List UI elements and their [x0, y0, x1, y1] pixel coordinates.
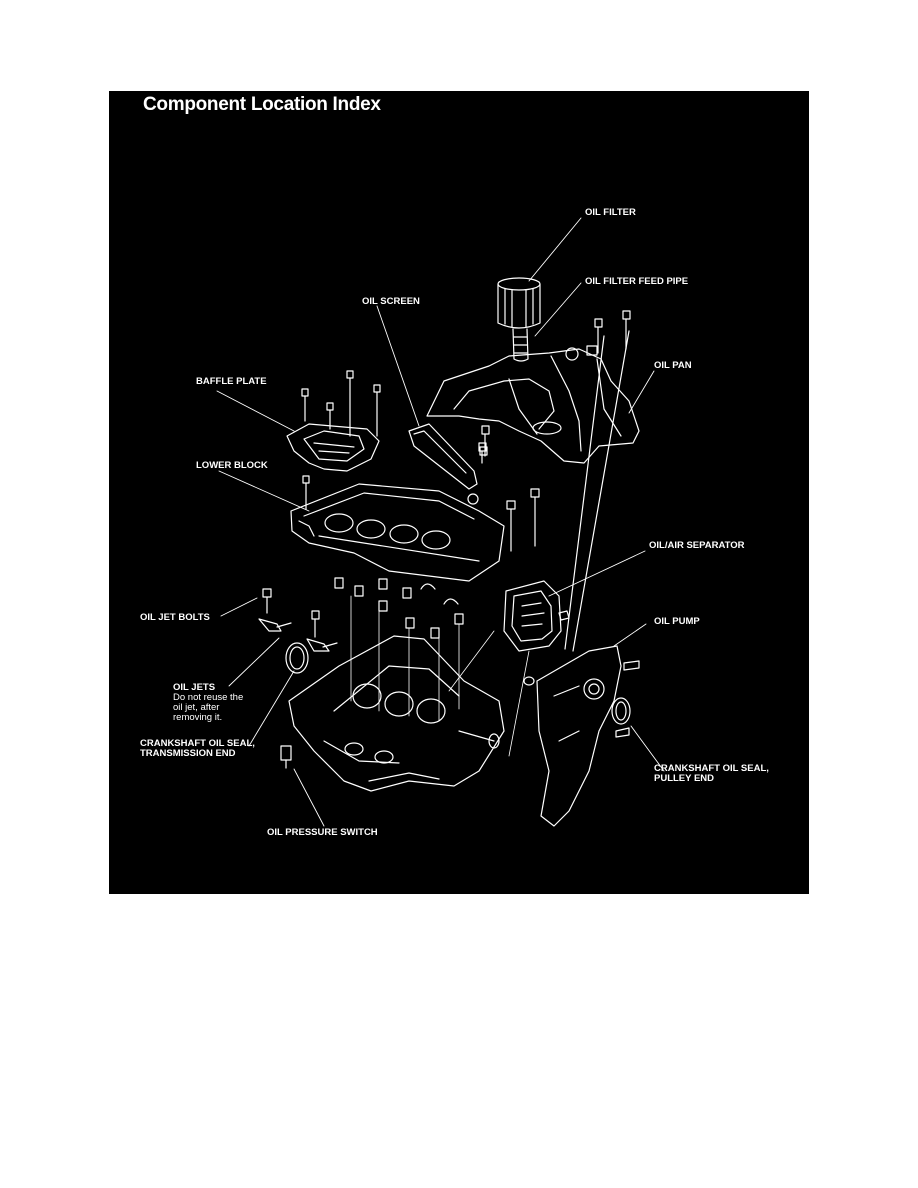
label-oil-pressure-switch: OIL PRESSURE SWITCH: [267, 827, 378, 838]
baffle-plate-bolts: [301, 370, 381, 437]
page-title: Component Location Index: [143, 94, 381, 115]
label-lower-block: LOWER BLOCK: [196, 460, 268, 471]
label-baffle-plate: BAFFLE PLATE: [196, 376, 267, 387]
lower-block-bolts: [302, 442, 540, 552]
oil-jets-note-line-1: Do not reuse the: [173, 692, 244, 703]
crankshaft-seal-transmission-line-1: CRANKSHAFT OIL SEAL,: [140, 738, 255, 749]
assembly-guide-lines: [350, 595, 530, 757]
leader-lines: [216, 217, 665, 827]
oil-pan-bolts: [479, 310, 631, 457]
lower-block-illustration: [290, 483, 505, 582]
oil-pan-illustration: [426, 345, 640, 464]
oil-jets-note-line-3: removing it.: [173, 712, 223, 723]
exploded-engine-diagram: [216, 217, 665, 827]
dowel-pins: [334, 577, 464, 639]
label-oil-pump: OIL PUMP: [654, 616, 700, 627]
label-crankshaft-seal-transmission: CRANKSHAFT OIL SEAL, TRANSMISSION END: [140, 739, 255, 759]
crankshaft-seal-pulley-line-2: PULLEY END: [654, 773, 715, 784]
label-oil-pan: OIL PAN: [654, 360, 692, 371]
oil-pump-bolts: [564, 330, 640, 738]
oil-jets-illustration: [258, 588, 338, 652]
oil-pressure-switch-illustration: [280, 745, 292, 769]
crankshaft-seal-transmission-line-2: TRANSMISSION END: [140, 748, 236, 759]
label-oil-air-separator: OIL/AIR SEPARATOR: [649, 540, 745, 551]
label-oil-filter: OIL FILTER: [585, 207, 636, 218]
oil-filter-illustration: [497, 277, 541, 362]
label-oil-jets-block: OIL JETS Do not reuse the oil jet, after…: [173, 683, 243, 723]
crankshaft-seal-pulley-line-1: CRANKSHAFT OIL SEAL,: [654, 763, 769, 774]
oil-jets-note-line-2: oil jet, after: [173, 702, 220, 713]
engine-block-illustration: [288, 635, 505, 792]
crankshaft-seal-pulley-illustration: [611, 697, 631, 725]
crankshaft-seal-transmission-illustration: [285, 642, 309, 674]
label-oil-filter-feed-pipe: OIL FILTER FEED PIPE: [585, 276, 689, 287]
oil-screen-illustration: [408, 423, 479, 505]
label-oil-screen: OIL SCREEN: [362, 296, 420, 307]
baffle-plate-illustration: [286, 423, 380, 472]
oil-air-separator-illustration: [503, 580, 570, 652]
label-crankshaft-seal-pulley: CRANKSHAFT OIL SEAL, PULLEY END: [654, 764, 769, 784]
label-oil-jets: OIL JETS: [173, 682, 216, 693]
label-oil-jet-bolts: OIL JET BOLTS: [140, 612, 210, 623]
diagram-panel: Component Location Index: [109, 91, 809, 894]
oil-pump-illustration: [523, 645, 622, 827]
